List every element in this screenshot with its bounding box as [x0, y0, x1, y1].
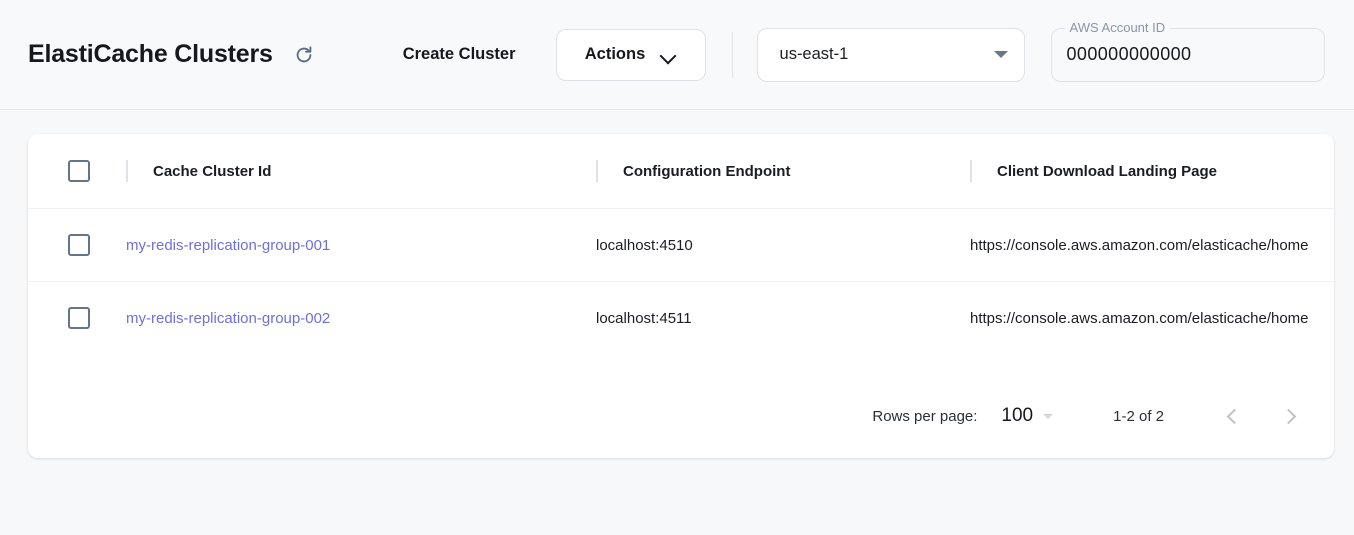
table-row[interactable]: my-redis-replication-group-001 localhost…	[28, 208, 1334, 282]
select-all-cell	[28, 134, 126, 209]
column-header-landing-page[interactable]: Client Download Landing Page	[970, 134, 1334, 209]
refresh-icon	[293, 44, 315, 66]
header-divider	[731, 31, 733, 78]
cell-landing-page: https://console.aws.amazon.com/elasticac…	[970, 208, 1334, 282]
page-title: ElastiCache Clusters	[28, 40, 273, 68]
cell-landing-page: https://console.aws.amazon.com/elasticac…	[970, 281, 1334, 355]
cluster-id-link[interactable]: my-redis-replication-group-002	[126, 309, 331, 327]
column-header-label: Client Download Landing Page	[997, 162, 1218, 180]
cluster-id-link[interactable]: my-redis-replication-group-001	[126, 236, 331, 254]
column-divider	[970, 160, 972, 182]
rows-per-page-label: Rows per page:	[872, 407, 978, 425]
region-select[interactable]: us-east-1	[756, 27, 1025, 82]
chevron-right-icon	[1280, 408, 1296, 424]
chevron-down-icon	[661, 50, 676, 59]
row-checkbox[interactable]	[68, 234, 90, 256]
next-page-button[interactable]	[1268, 394, 1312, 438]
select-all-checkbox[interactable]	[68, 160, 90, 182]
app-header: ElastiCache Clusters Create Cluster Acti…	[0, 0, 1354, 110]
column-divider	[596, 160, 598, 182]
column-divider	[126, 160, 128, 182]
rows-per-page-select[interactable]: 100	[1001, 405, 1054, 427]
refresh-button[interactable]	[287, 38, 321, 72]
cell-cluster-id: my-redis-replication-group-002	[126, 281, 596, 355]
cell-config-endpoint: localhost:4510	[596, 208, 970, 282]
column-header-cluster-id[interactable]: Cache Cluster Id	[126, 134, 596, 209]
clusters-card: Cache Cluster Id Configuration Endpoint …	[28, 134, 1334, 458]
table-header-row: Cache Cluster Id Configuration Endpoint …	[28, 134, 1334, 209]
aws-account-id-input[interactable]	[1050, 27, 1325, 82]
content-area: Cache Cluster Id Configuration Endpoint …	[0, 110, 1354, 458]
table-row[interactable]: my-redis-replication-group-002 localhost…	[28, 281, 1334, 355]
pagination-range-label: 1-2 of 2	[1113, 407, 1164, 425]
clusters-table: Cache Cluster Id Configuration Endpoint …	[28, 134, 1334, 355]
triangle-down-icon	[1043, 413, 1054, 419]
actions-button-label: Actions	[584, 45, 646, 63]
create-cluster-button[interactable]: Create Cluster	[397, 37, 522, 72]
column-header-label: Configuration Endpoint	[623, 162, 791, 180]
column-header-label: Cache Cluster Id	[153, 162, 272, 180]
pagination-bar: Rows per page: 100 1-2 of 2	[28, 374, 1334, 458]
previous-page-button[interactable]	[1210, 394, 1254, 438]
row-checkbox[interactable]	[68, 307, 90, 330]
region-select-value: us-east-1	[779, 45, 849, 63]
actions-button[interactable]: Actions	[555, 28, 706, 81]
row-select-cell	[28, 281, 126, 355]
cell-config-endpoint: localhost:4511	[596, 281, 970, 355]
table-header: Cache Cluster Id Configuration Endpoint …	[28, 134, 1334, 209]
column-header-config-endpoint[interactable]: Configuration Endpoint	[596, 134, 970, 209]
rows-per-page-value: 100	[1001, 405, 1034, 426]
chevron-left-icon	[1226, 408, 1242, 424]
cell-cluster-id: my-redis-replication-group-001	[126, 208, 596, 282]
row-select-cell	[28, 208, 126, 282]
table-body: my-redis-replication-group-001 localhost…	[28, 208, 1334, 355]
aws-account-id-field[interactable]: AWS Account ID	[1050, 19, 1325, 82]
triangle-down-icon	[993, 51, 1008, 58]
